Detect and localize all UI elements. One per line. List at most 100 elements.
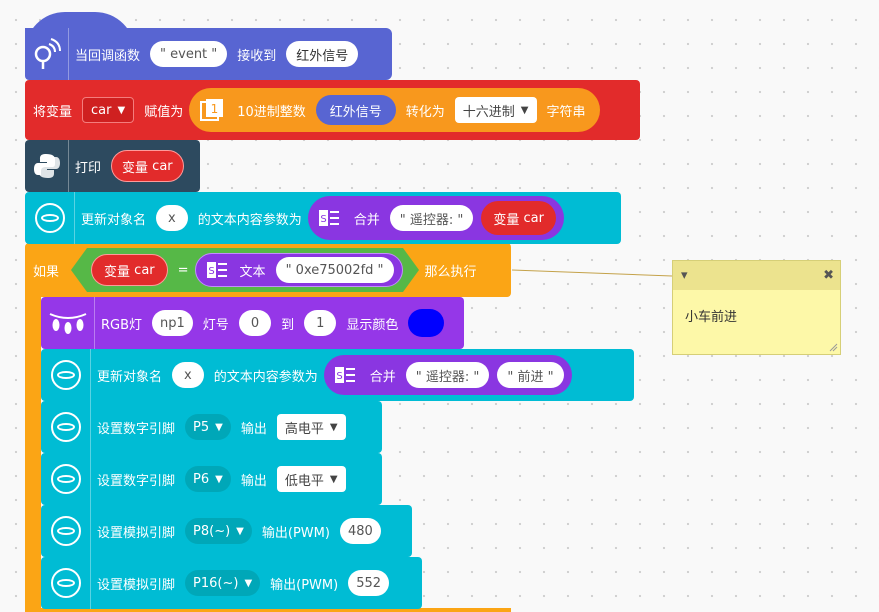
pwm-output-label: 输出(PWM) bbox=[270, 577, 339, 593]
update-label: 更新对象名 bbox=[81, 212, 147, 228]
pin-dropdown[interactable]: P8(~) ▼ bbox=[185, 518, 252, 544]
comment-header[interactable]: ▾ ✖ bbox=[673, 261, 840, 290]
string-label: 字符串 bbox=[546, 104, 586, 120]
pin-dropdown-value: P6 bbox=[193, 471, 210, 487]
variable-reporter-prefix: 变量 bbox=[493, 212, 520, 228]
comment-text[interactable]: 小车前进 bbox=[685, 310, 738, 325]
text-param-label: 的文本内容参数为 bbox=[213, 369, 318, 385]
analog-pin-block[interactable]: 设置模拟引脚 P16(~)▼ 输出(PWM) 552 bbox=[41, 557, 422, 609]
output-label: 输出 bbox=[240, 473, 267, 489]
pwm-value-input[interactable]: 552 bbox=[348, 570, 390, 596]
chevron-down-icon: ▼ bbox=[244, 577, 253, 589]
update-object-text-block[interactable]: 更新对象名 x 的文本内容参数为 S 合并 " 遥控器: " 变量 car bbox=[25, 192, 621, 244]
variable-reporter[interactable]: 变量 car bbox=[111, 150, 184, 182]
pwm-value-input[interactable]: 480 bbox=[339, 518, 381, 544]
resize-handle-icon[interactable] bbox=[828, 342, 838, 352]
chevron-down-icon: ▼ bbox=[520, 104, 529, 116]
chevron-down-icon: ▼ bbox=[236, 525, 244, 537]
equals-hex-right bbox=[402, 248, 419, 292]
hat-label-callback: 当回调函数 bbox=[75, 48, 141, 64]
debug-callback-block[interactable]: 当回调函数 " event " 接收到 红外信号 bbox=[25, 28, 392, 80]
object-name-input[interactable]: x bbox=[156, 205, 188, 231]
object-lens-icon bbox=[41, 349, 91, 401]
join-text-input-2[interactable]: " 前进 " bbox=[497, 362, 564, 388]
variable-dropdown[interactable]: car▼ bbox=[82, 97, 135, 123]
event-name-input[interactable]: " event " bbox=[150, 41, 228, 67]
output-label: 输出 bbox=[240, 421, 267, 437]
convert-label: 转化为 bbox=[405, 104, 445, 120]
pin-dropdown-value: P5 bbox=[193, 419, 210, 435]
variable-reporter-name: car bbox=[134, 262, 155, 278]
level-dropdown[interactable]: 高电平 ▼ bbox=[276, 414, 346, 440]
chevron-down-icon: ▼ bbox=[329, 473, 338, 485]
lens-antenna-icon bbox=[25, 28, 69, 80]
show-color-label: 显示颜色 bbox=[346, 317, 399, 333]
python-icon bbox=[25, 140, 69, 192]
join-block[interactable]: S 合并 " 遥控器: " 变量 car bbox=[307, 196, 564, 240]
assign-label: 赋值为 bbox=[144, 104, 184, 120]
join-text-input-1[interactable]: " 遥控器: " bbox=[405, 362, 490, 388]
rgb-lights-icon bbox=[41, 297, 95, 349]
variable-reporter-prefix: 变量 bbox=[104, 264, 131, 280]
print-block[interactable]: 打印 变量 car bbox=[25, 140, 200, 192]
lamp-from-input[interactable]: 0 bbox=[238, 310, 272, 336]
if-block-bottom-edge bbox=[25, 608, 511, 612]
signal-reporter[interactable]: 红外信号 bbox=[315, 95, 396, 125]
digital-pin-label: 设置数字引脚 bbox=[97, 421, 176, 437]
to-label: 到 bbox=[281, 317, 295, 333]
join-text-input-1[interactable]: " 遥控器: " bbox=[389, 205, 474, 231]
collapse-icon[interactable]: ▾ bbox=[681, 268, 688, 283]
np-input[interactable]: np1 bbox=[152, 310, 193, 336]
hex-dropdown-value: 十六进制 bbox=[462, 104, 515, 120]
pin-dropdown-value: P16(~) bbox=[193, 575, 239, 591]
hat-label-received: 接收到 bbox=[237, 48, 277, 64]
color-picker[interactable] bbox=[408, 309, 445, 337]
text-doc-icon: S bbox=[334, 364, 356, 386]
rgb-light-block[interactable]: RGB灯 np1 灯号 0 到 1 显示颜色 bbox=[41, 297, 464, 349]
digital-pin-block[interactable]: 设置数字引脚 P6▼ 输出 低电平▼ bbox=[41, 453, 382, 505]
chevron-down-icon: ▼ bbox=[329, 421, 338, 433]
set-variable-block[interactable]: 将变量 car▼ 赋值为 1 10进制整数 红外信号 转化为 十六进制▼ 字符串 bbox=[25, 80, 640, 140]
variable-reporter[interactable]: 变量 car bbox=[481, 201, 556, 235]
convert-number-block[interactable]: 1 10进制整数 红外信号 转化为 十六进制▼ 字符串 bbox=[189, 88, 600, 132]
object-lens-icon bbox=[41, 401, 91, 453]
object-name-input[interactable]: x bbox=[172, 362, 204, 388]
level-dropdown[interactable]: 低电平 ▼ bbox=[276, 466, 346, 492]
text-literal-input[interactable]: " 0xe75002fd " bbox=[275, 257, 394, 283]
join-label: 合并 bbox=[353, 212, 380, 228]
text-doc-icon: S bbox=[206, 259, 228, 281]
variable-reporter-name: car bbox=[152, 158, 173, 174]
pin-dropdown[interactable]: P6 ▼ bbox=[185, 466, 231, 492]
level-dropdown-value: 高电平 bbox=[284, 421, 324, 437]
svg-text:1: 1 bbox=[211, 102, 219, 116]
svg-text:S: S bbox=[320, 214, 326, 225]
comment-note[interactable]: ▾ ✖ 小车前进 bbox=[672, 260, 841, 355]
signal-value[interactable]: 红外信号 bbox=[286, 41, 359, 67]
text-label: 文本 bbox=[239, 264, 266, 280]
if-condition-row: 如果 变量 car = S 文本 " 0xe75002fd " 那么执行 bbox=[25, 243, 511, 297]
variable-reporter[interactable]: 变量 car bbox=[91, 254, 168, 286]
svg-text:S: S bbox=[336, 371, 342, 382]
text-literal-block[interactable]: S 文本 " 0xe75002fd " bbox=[194, 253, 403, 287]
print-label: 打印 bbox=[75, 160, 102, 176]
hex-dropdown[interactable]: 十六进制 ▼ bbox=[454, 97, 537, 123]
equals-compare-block[interactable]: 变量 car = S 文本 " 0xe75002fd " bbox=[71, 248, 419, 292]
pin-dropdown[interactable]: P16(~) ▼ bbox=[185, 570, 261, 596]
join-block[interactable]: S 合并 " 遥控器: " " 前进 " bbox=[323, 355, 572, 395]
rgb-label: RGB灯 bbox=[101, 317, 143, 333]
chevron-down-icon: ▼ bbox=[215, 473, 223, 485]
digital-pin-block[interactable]: 设置数字引脚 P5▼ 输出 高电平 ▼ bbox=[41, 401, 382, 453]
update-object-text-block[interactable]: 更新对象名 x 的文本内容参数为 S 合并 " 遥控器: " " 前进 " bbox=[41, 349, 634, 401]
setvar-label: 将变量 bbox=[33, 104, 73, 120]
pin-dropdown[interactable]: P5▼ bbox=[185, 414, 231, 440]
object-lens-icon bbox=[25, 192, 75, 244]
if-block-left-arm bbox=[25, 290, 41, 612]
equals-sign: = bbox=[177, 262, 189, 278]
analog-pin-block[interactable]: 设置模拟引脚 P8(~)▼ 输出(PWM) 480 bbox=[41, 505, 412, 557]
lamp-to-input[interactable]: 1 bbox=[304, 310, 337, 336]
variable-dropdown-value: car bbox=[91, 102, 112, 118]
level-dropdown-value: 低电平 bbox=[284, 473, 324, 489]
pin-dropdown-value: P8(~) bbox=[193, 523, 231, 539]
if-label: 如果 bbox=[33, 264, 60, 280]
close-icon[interactable]: ✖ bbox=[823, 268, 834, 283]
